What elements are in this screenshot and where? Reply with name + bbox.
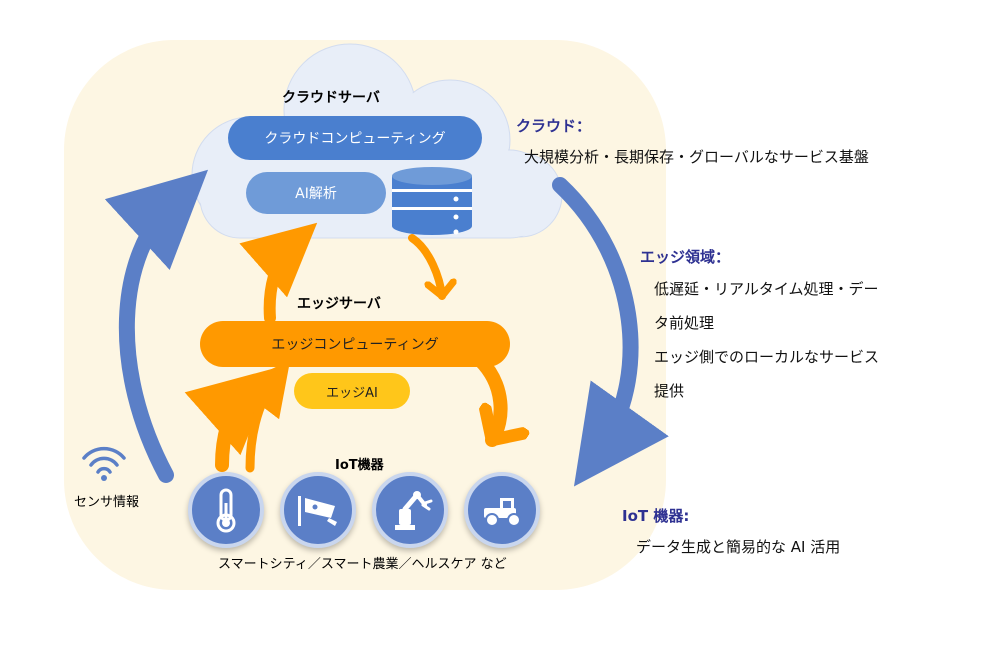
cloud-computing-label: クラウドコンピューティング: [264, 131, 446, 147]
device-thermometer: [188, 472, 264, 548]
wifi-icon: [82, 446, 126, 474]
tractor-icon: [484, 498, 521, 527]
security-camera-icon: [298, 496, 337, 526]
edge-to-iot-arrow: [473, 353, 501, 447]
edge-desc-title: エッジ領域：: [640, 248, 731, 266]
iot-desc-line-1: データ生成と簡易的な AI 活用: [636, 538, 841, 556]
sensor-up-arrow: [104, 169, 208, 483]
cloud-server-title: クラウドサーバ: [282, 90, 380, 106]
iot-desc-title: IoT 機器:: [622, 507, 690, 525]
device-camera: [280, 472, 356, 548]
edge-ai-pill: エッジAI: [294, 373, 410, 409]
edge-computing-pill: エッジコンピューティング: [200, 321, 510, 367]
cloud-to-edge-arrow: [408, 234, 442, 300]
iot-to-edge-arrow-2: [236, 359, 291, 473]
cloud-down-arrow: [552, 177, 669, 487]
edge-to-cloud-arrow: [239, 222, 318, 324]
iot-devices-title: IoT機器: [335, 458, 384, 473]
cloud-desc-title: クラウド：: [516, 117, 592, 135]
database-icon: [392, 167, 472, 235]
device-tractor: [464, 472, 540, 548]
edge-computing-label: エッジコンピューティング: [271, 337, 439, 353]
robot-arm-icon: [395, 491, 433, 530]
device-robot-arm: [372, 472, 448, 548]
edge-desc-line-1: 低遅延・リアルタイム処理・デー: [654, 280, 879, 298]
sensor-info-label: センサ情報: [74, 495, 140, 510]
ai-analysis-pill: AI解析: [246, 172, 386, 214]
edge-desc-line-4: 提供: [654, 382, 685, 400]
edge-server-title: エッジサーバ: [297, 296, 381, 312]
cloud-computing-pill: クラウドコンピューティング: [228, 116, 482, 160]
cloud-desc-line-1: 大規模分析・長期保存・グローバルなサービス基盤: [524, 148, 869, 166]
ai-analysis-label: AI解析: [295, 186, 337, 202]
edge-ai-label: エッジAI: [326, 385, 378, 401]
edge-desc-line-2: タ前処理: [654, 314, 715, 332]
iot-use-case-caption: スマートシティ／スマート農業／ヘルスケア など: [218, 557, 507, 572]
thermometer-icon: [216, 488, 236, 533]
edge-desc-line-3: エッジ側でのローカルなサービス: [654, 348, 880, 366]
